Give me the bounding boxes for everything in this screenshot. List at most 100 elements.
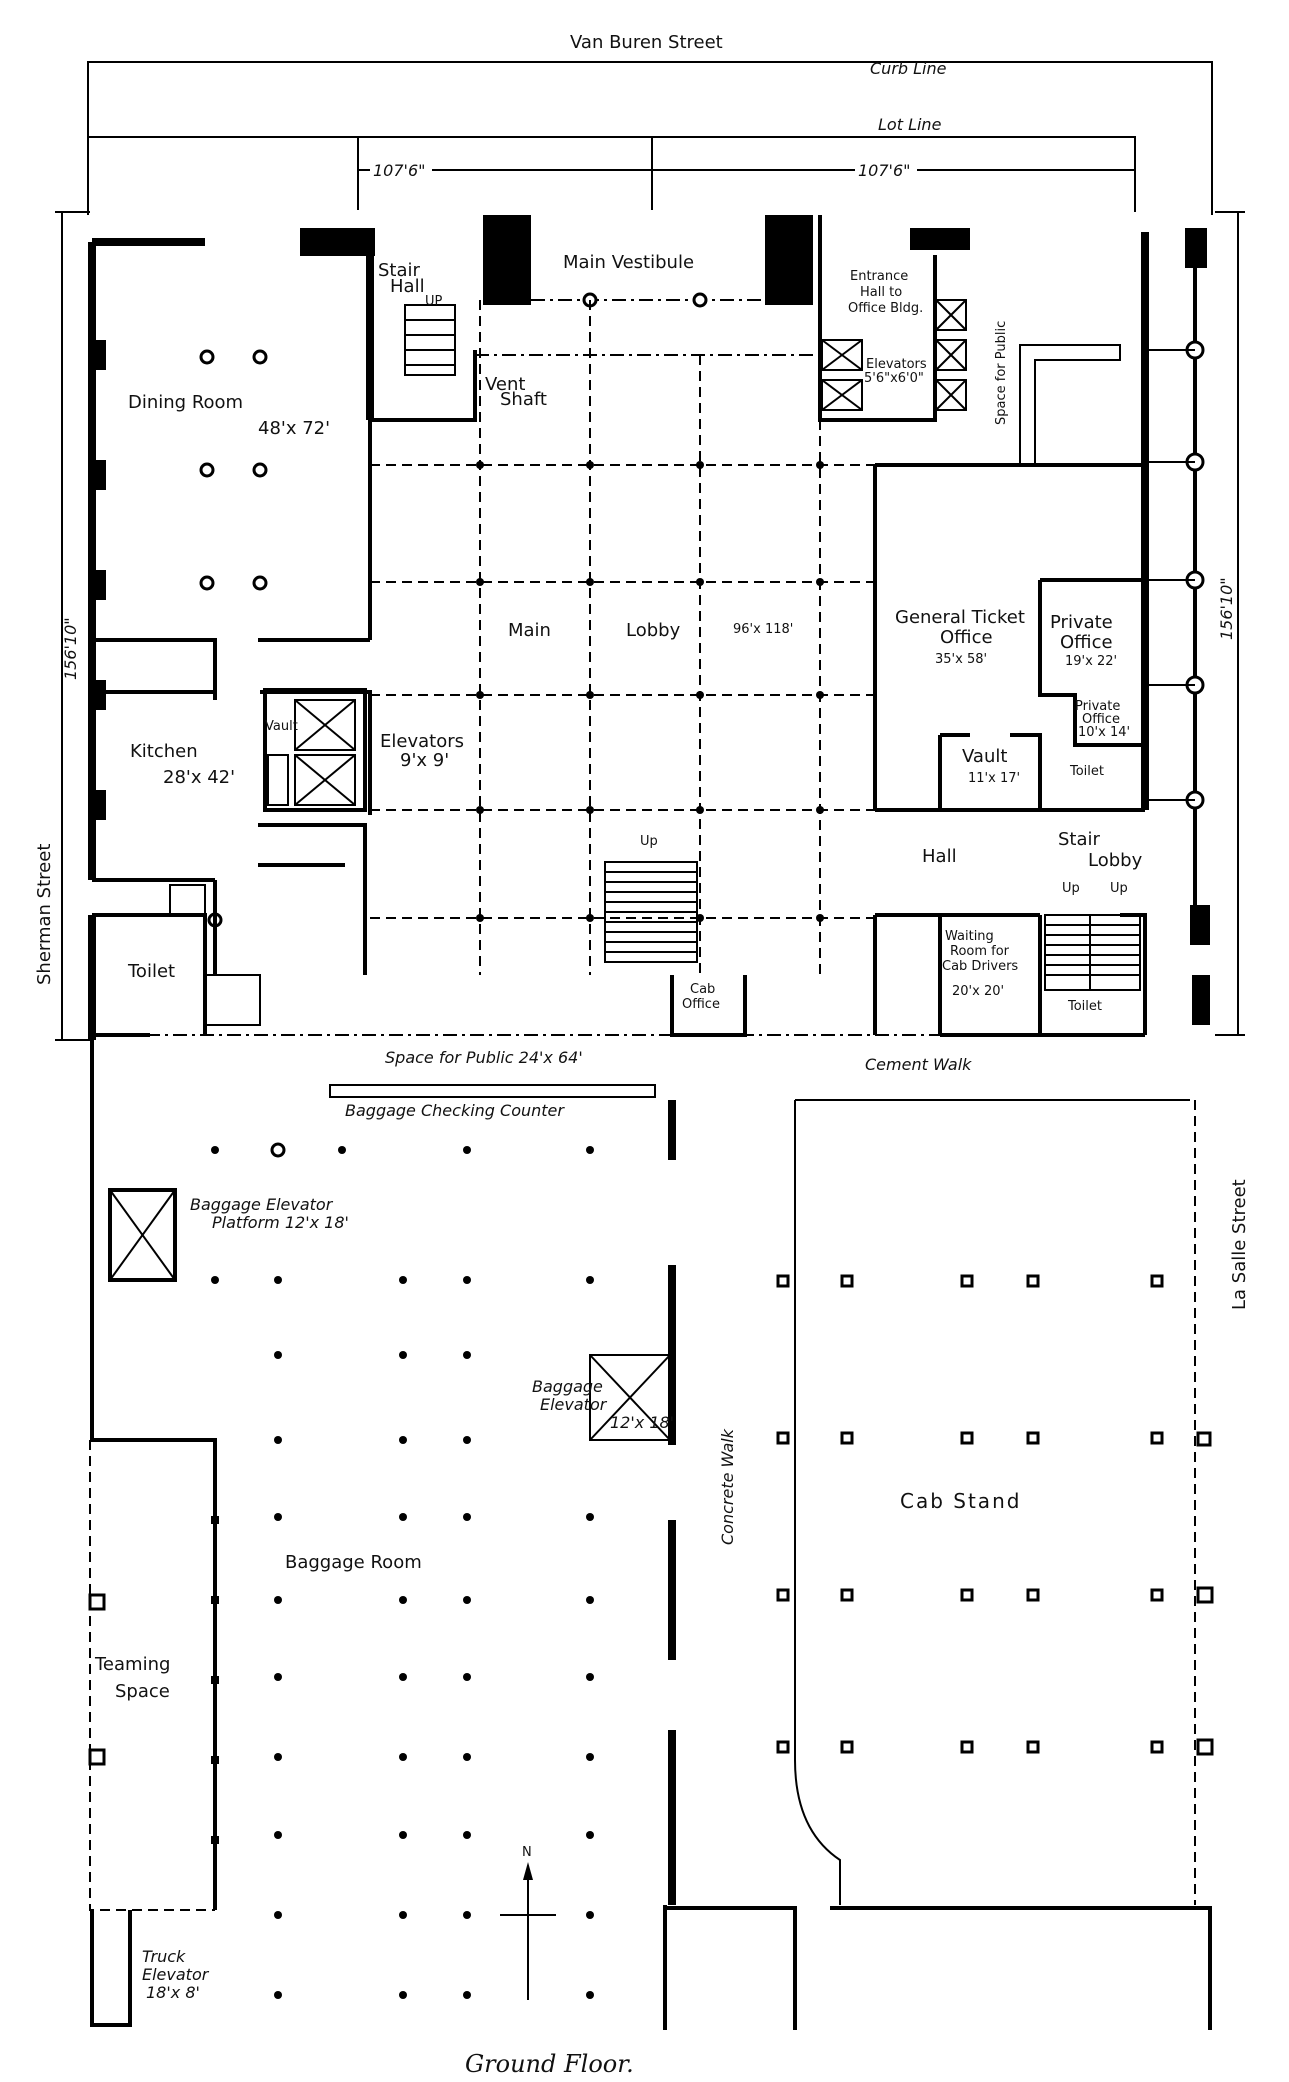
vent-shaft-label-1: Vent (485, 374, 525, 395)
dining-room (92, 349, 372, 700)
baggage-elevator-size: 12'x 18' (610, 1413, 674, 1432)
main-lobby-label-1: Main (508, 620, 551, 641)
lot-line-label: Lot Line (878, 115, 942, 134)
waiting-room-label-3: Cab Drivers (942, 959, 1018, 974)
ticket-office-label-2: Office (940, 627, 993, 648)
elevators-office-label: Elevators (866, 357, 927, 372)
entrance-hall-label-1: Entrance (850, 269, 908, 284)
east-stair (1044, 914, 1141, 991)
curb-line (87, 61, 1213, 215)
side-dim-left: 156'10" (61, 617, 80, 680)
toilet-east-label: Toilet (1067, 999, 1102, 1014)
lot-line (88, 136, 1136, 212)
cab-office-label-1: Cab (690, 982, 715, 997)
outer-walls (88, 215, 1210, 1040)
waiting-room-label-2: Room for (950, 944, 1010, 959)
main-stair (604, 861, 698, 963)
vault-small-label: Vault (265, 719, 298, 734)
ticket-office-label-1: General Ticket (895, 607, 1025, 628)
stair-hall-label-2: Hall (390, 276, 425, 297)
curb-line-label: Curb Line (870, 59, 947, 78)
stair-lobby-up-2: Up (1110, 881, 1128, 896)
front-dimension: 107'6" 107'6" (357, 137, 1136, 210)
east-facade-columns (1145, 340, 1205, 810)
vault-ticket-size: 11'x 17' (968, 771, 1020, 786)
entrance-hall-office: Entrance Hall to Office Bldg. Elevators … (818, 215, 967, 422)
street-sherman: Sherman Street (34, 844, 55, 985)
cab-office-label-2: Office (682, 997, 720, 1012)
toilet-ticket-label: Toilet (1069, 764, 1104, 779)
north-arrow (500, 1862, 556, 2000)
private-office-label-2: Office (1060, 632, 1113, 653)
teaming-space-label-1: Teaming (94, 1654, 170, 1675)
elevators-lobby-label: Elevators (380, 731, 464, 752)
stair-hall-label-1: Stair (378, 260, 421, 281)
dining-room-size: 48'x 72' (258, 418, 330, 439)
space-public-label-1: Space for Public (994, 321, 1009, 425)
stair-lobby-label-2: Lobby (1088, 850, 1143, 871)
main-lobby-grid (370, 300, 875, 975)
private-office-label-1: Private (1050, 612, 1113, 633)
truck-elevator-size: 18'x 8' (146, 1983, 200, 2002)
private-office-small-label-2: Office (1082, 712, 1120, 727)
street-la-salle: La Salle Street (1229, 1179, 1250, 1310)
side-dimension-left: 156'10" (55, 211, 90, 1041)
private-office-size: 19'x 22' (1065, 654, 1117, 669)
concrete-walk-label: Concrete Walk (718, 1428, 737, 1545)
truck-elevator-label-1: Truck (142, 1947, 186, 1966)
baggage-counter-label: Baggage Checking Counter (345, 1101, 565, 1120)
stair-hall: Stair Hall UP (368, 230, 477, 422)
front-dim-left: 107'6" (373, 161, 425, 180)
baggage-room-columns (211, 1142, 594, 1999)
space-public-label-2: Space for Public 24'x 64' (385, 1048, 583, 1067)
side-dim-right: 156'10" (1217, 577, 1236, 640)
north-label: N (522, 1845, 532, 1860)
cab-stand-columns (776, 1274, 1214, 1756)
elevators-office-size: 5'6"x6'0" (864, 371, 924, 386)
main-lobby-size: 96'x 118' (733, 622, 793, 637)
caption: Ground Floor. (465, 2050, 634, 2078)
main-lobby-label-2: Lobby (626, 620, 681, 641)
teaming-space-label-2: Space (115, 1681, 170, 1702)
entrance-hall-label-3: Office Bldg. (848, 301, 923, 316)
baggage-counter (329, 1084, 656, 1098)
front-dim-right: 107'6" (858, 161, 910, 180)
stair-hall-up: UP (425, 294, 443, 309)
vault-ticket-label: Vault (962, 746, 1007, 767)
private-office-small-label-1: Private (1075, 699, 1120, 714)
dining-room-label: Dining Room (128, 392, 243, 413)
stair-lobby-up-1: Up (1062, 881, 1080, 896)
side-dimension-right: 156'10" (1215, 211, 1245, 1036)
ticket-office-walls (873, 463, 1147, 1037)
main-vestibule-label: Main Vestibule (563, 252, 694, 273)
waiting-room-label-1: Waiting (945, 929, 994, 944)
street-van-buren: Van Buren Street (570, 32, 723, 53)
waiting-room-size: 20'x 20' (952, 984, 1004, 999)
elevators-lobby-size: 9'x 9' (400, 750, 449, 771)
truck-elevator-label-2: Elevator (142, 1965, 210, 1984)
cab-office (670, 975, 747, 1037)
kitchen-size: 28'x 42' (163, 767, 235, 788)
baggage-platform-label-1: Baggage Elevator (190, 1195, 334, 1214)
cab-stand-label: Cab Stand (900, 1489, 1021, 1513)
baggage-area-walls (89, 1040, 1212, 2030)
kitchen-label: Kitchen (130, 741, 198, 762)
vent-shaft-label-2: Shaft (500, 389, 547, 410)
cement-walk-label: Cement Walk (865, 1055, 972, 1074)
baggage-elevator-platform (108, 1188, 177, 1282)
stair-lobby-label-1: Stair (1058, 829, 1101, 850)
hall-label: Hall (922, 846, 957, 867)
baggage-platform-label-2: Platform 12'x 18' (212, 1213, 349, 1232)
toilet-west-label: Toilet (127, 961, 175, 982)
baggage-elevator (589, 1354, 671, 1441)
baggage-elevator-label-1: Baggage (532, 1377, 603, 1396)
private-office-small-size: 10'x 14' (1078, 725, 1130, 740)
ticket-office-size: 35'x 58' (935, 652, 987, 667)
main-stair-up: Up (640, 834, 658, 849)
toilet-west (92, 884, 261, 1037)
entrance-hall-label-2: Hall to (860, 285, 902, 300)
kitchen (92, 688, 372, 975)
baggage-room-label: Baggage Room (285, 1552, 422, 1573)
baggage-elevator-label-2: Elevator (540, 1395, 608, 1414)
